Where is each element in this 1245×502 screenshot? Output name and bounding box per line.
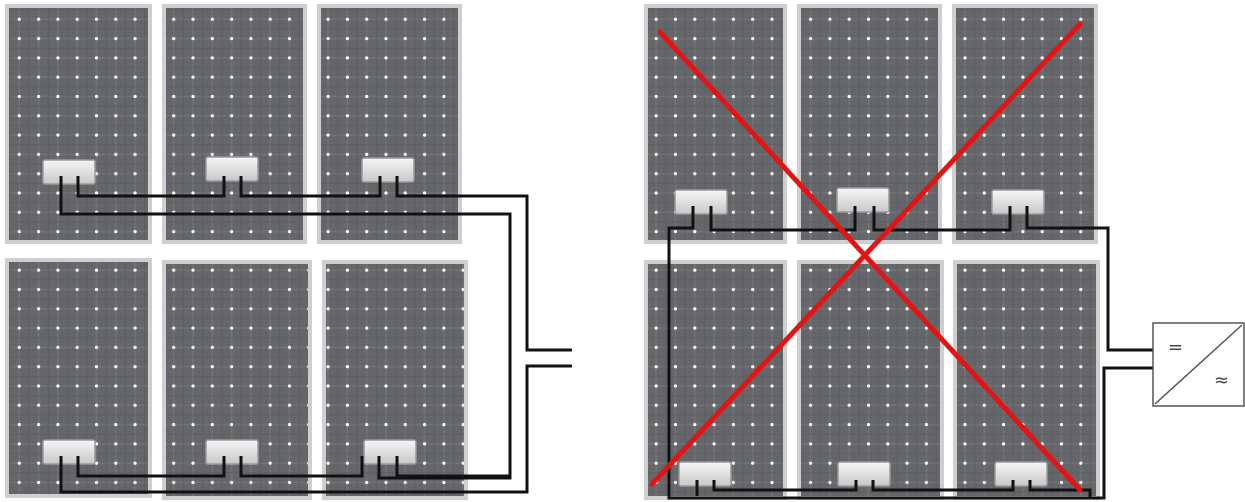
junction-box (205, 439, 259, 465)
junction-box (205, 156, 259, 182)
junction-box (994, 461, 1048, 487)
solar-panel (5, 4, 152, 244)
solar-panel (317, 4, 462, 244)
junction-box (42, 439, 96, 465)
junction-box (991, 189, 1045, 215)
solar-panel (797, 260, 944, 500)
dc-cabling (667, 206, 1153, 500)
junction-box (678, 461, 732, 487)
dc-symbol: = (1168, 337, 1183, 358)
junction-box (837, 461, 891, 487)
junction-box (836, 187, 890, 213)
ac-symbol: ≈ (1214, 370, 1229, 391)
inverter-symbol: = ≈ (1152, 322, 1245, 407)
junction-box (674, 189, 728, 215)
cross-out-mark (649, 21, 1083, 493)
solar-panel (162, 4, 307, 244)
solar-panel (644, 4, 787, 244)
junction-box (363, 439, 417, 465)
left-panel-array (5, 4, 572, 500)
right-panel-array: = ≈ (644, 4, 1245, 500)
junction-box (361, 157, 415, 183)
junction-box (42, 159, 96, 185)
dc-cabling (59, 176, 572, 494)
